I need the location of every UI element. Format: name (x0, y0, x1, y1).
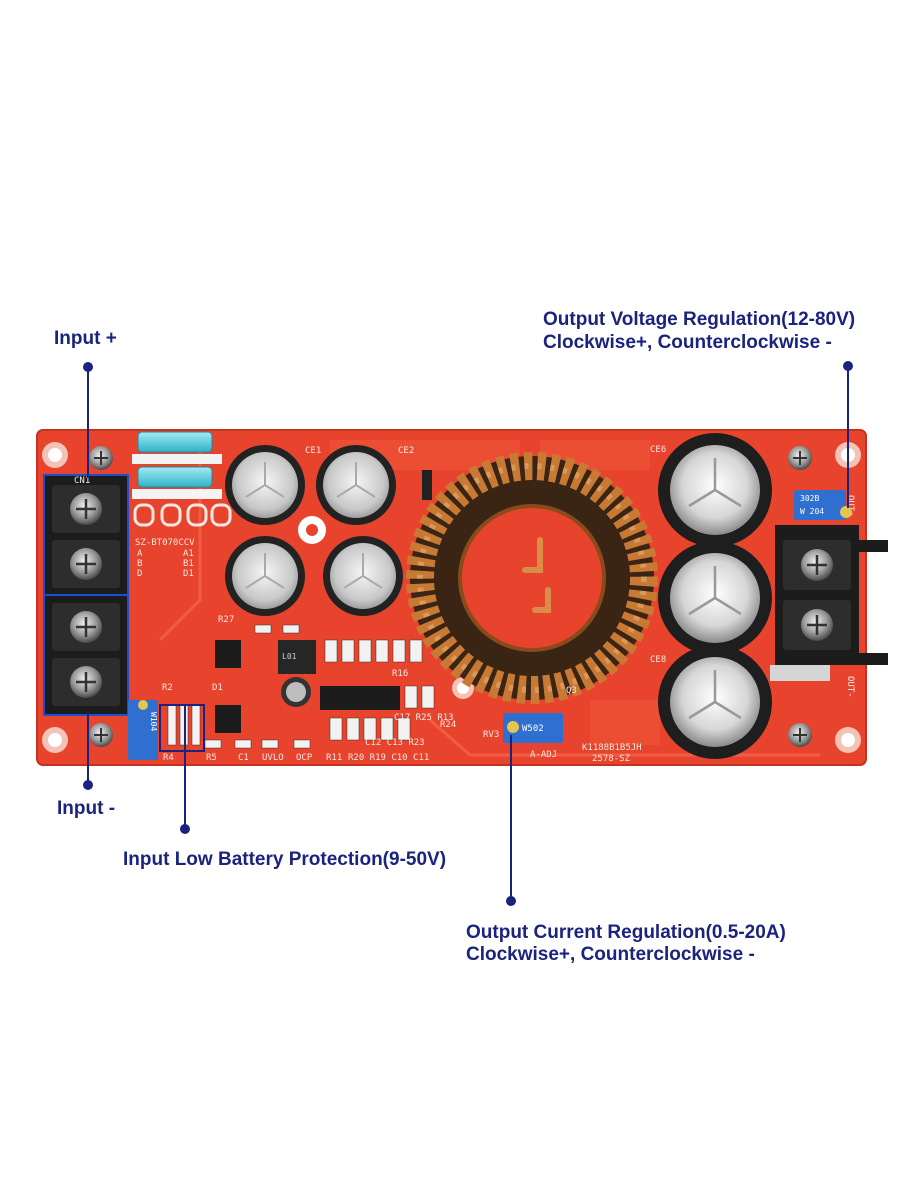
silk-c17: C17 R25 R13 (394, 713, 454, 723)
input-capacitors (225, 445, 403, 616)
silk-r27: R27 (218, 615, 234, 625)
silk-rv3: RV3 (483, 730, 499, 740)
mounting-holes (42, 442, 861, 753)
output-voltage-label-line1: Output Voltage Regulation(12-80V) (543, 309, 856, 330)
output-current-label-line2: Clockwise+, Counterclockwise - (466, 944, 755, 965)
silk-jumper-b1: B1 (183, 559, 194, 569)
silk-ce6: CE6 (650, 445, 666, 455)
silk-c1: C1 (238, 753, 249, 763)
silk-r5: R5 (206, 753, 217, 763)
silk-r16: R16 (392, 669, 408, 679)
output-current-label-line1: Output Current Regulation(0.5-20A) (466, 922, 786, 943)
silk-jumper-d1: D1 (183, 569, 194, 579)
output-current-dot (506, 896, 516, 906)
input-plus-label: Input + (54, 328, 117, 349)
silk-cn1: CN1 (74, 476, 90, 486)
silk-a-adj: A-ADJ (530, 750, 557, 760)
silk-pot-low-batt: W104 (149, 712, 158, 731)
current-potentiometer (503, 713, 563, 743)
silk-r4: R4 (163, 753, 174, 763)
silk-r2: R2 (162, 683, 173, 693)
output-terminal-screw-icons (801, 549, 833, 641)
silk-ce1: CE1 (305, 446, 321, 456)
output-voltage-dot (843, 361, 853, 371)
callout-leaders (83, 361, 853, 906)
output-terminal-block (775, 525, 888, 665)
silk-jumper-d: D (137, 569, 142, 579)
low-battery-potentiometer (128, 700, 158, 760)
fuses (132, 431, 222, 499)
silk-uvlo: UVLO (262, 753, 284, 763)
silk-pcb-code: K1188B1B5JH (582, 743, 642, 753)
silk-pcb-code2: 2578-SZ (592, 754, 631, 764)
silk-c12: C12 C13 R23 (365, 738, 425, 748)
silk-r11: R11 (326, 753, 342, 763)
output-voltage-label-line2: Clockwise+, Counterclockwise - (543, 332, 832, 353)
input-minus-dot (83, 780, 93, 790)
silk-out-minus: OUT- (845, 676, 855, 698)
input-plus-dot (83, 362, 93, 372)
silk-pot-voltage: W 204 (800, 507, 824, 516)
silk-model: SZ-BT070CCV (135, 538, 195, 548)
silk-r24: R24 (440, 720, 456, 730)
silk-out-plus: OUT+ (845, 495, 855, 517)
input-minus-label: Input - (57, 798, 116, 819)
silk-ocp: OCP (296, 753, 313, 763)
silk-ce8: CE8 (650, 655, 666, 665)
silk-ce2: CE2 (398, 446, 414, 456)
silk-r20: R20 R19 C10 C11 (348, 753, 429, 763)
terminal-screw-icons (70, 493, 102, 698)
input-terminal-block (43, 474, 129, 716)
voltage-potentiometer (794, 490, 852, 520)
silk-q3: Q3 (566, 686, 577, 696)
low-battery-dot (180, 824, 190, 834)
silk-l01: L01 (282, 652, 297, 661)
board-screw-icons (89, 446, 812, 747)
silk-d1: D1 (212, 683, 223, 693)
toroid-inductor (406, 452, 658, 704)
silk-pot-voltage-code: 302B (800, 494, 819, 503)
silk-jumper-b: B (137, 559, 142, 569)
output-capacitors (658, 433, 772, 759)
low-battery-label: Input Low Battery Protection(9-50V) (123, 849, 447, 870)
silk-pot-current: W502 (522, 724, 544, 734)
jumper-pads (133, 503, 232, 527)
silk-jumper-a: A (137, 549, 143, 559)
silk-jumper-a1: A1 (183, 549, 194, 559)
